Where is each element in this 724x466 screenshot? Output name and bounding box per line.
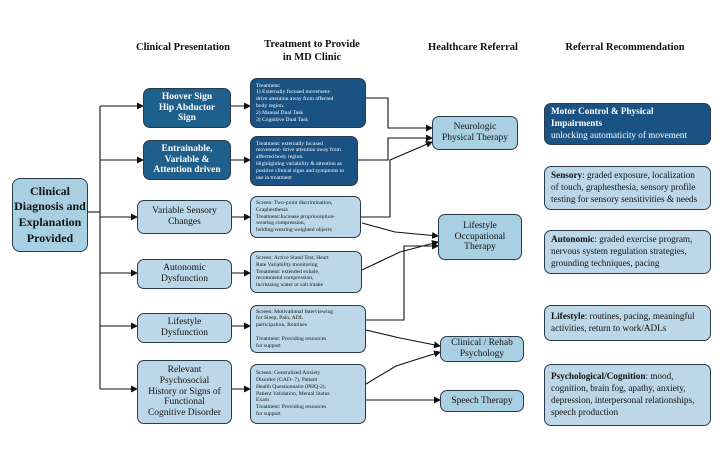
arrow-lifestyle-psych — [365, 329, 441, 349]
root-line2: Diagnosis and — [14, 199, 86, 214]
recommendation-psychological-text: : mood, cognition, brain fog, apathy, an… — [551, 371, 695, 417]
presentation-psychosocial: Relevant Psychosocial History or Signs o… — [137, 360, 232, 424]
treatment-entrainable: Treatment: externally focused movement- … — [250, 136, 358, 186]
recommendation-lifestyle-text: : routines, pacing, meaningful activitie… — [551, 311, 695, 333]
treatment-sensory: Screen: Two-point discrimination, Graphe… — [250, 196, 361, 238]
presentation-sensory: Variable Sensory Changes — [137, 200, 232, 234]
recommendation-motor-key: Motor Control & Physical Impairments — [551, 106, 654, 129]
presentation-lifestyle: Lifestyle Dysfunction — [137, 313, 232, 343]
arrow-to-neuro-pt — [366, 97, 433, 132]
header-treatment: Treatment to Provide in MD Clinic — [250, 38, 374, 64]
arrow-entrainable-neuro-pt — [358, 134, 433, 161]
arrow-lifestyle-ot — [366, 242, 439, 321]
presentation-autonomic: Autonomic Dysfunction — [137, 259, 232, 289]
recommendation-autonomic-key: Autonomic — [551, 234, 595, 245]
recommendation-sensory: Sensory: graded exposure, localization o… — [544, 166, 711, 210]
root-line3: Explanation — [18, 215, 82, 229]
header-treatment-line1: Treatment to Provide — [264, 39, 360, 50]
presentation-entrainable: Entrainable, Variable & Attention driven — [143, 140, 231, 180]
referral-speech-therapy: Speech Therapy — [440, 390, 524, 412]
arrow-autonomic-ot — [361, 240, 439, 271]
recommendation-lifestyle: Lifestyle: routines, pacing, meaningful … — [544, 305, 711, 341]
treatment-lifestyle: Screen: Motivational Interviewing for Sl… — [250, 305, 366, 353]
clinical-diagnosis-box: Clinical Diagnosis and Explanation Provi… — [12, 178, 88, 252]
arrow-sensory-neuro-pt — [361, 141, 433, 218]
recommendation-motor: Motor Control & Physical Impairments unl… — [544, 103, 711, 145]
header-recommendation: Referral Recommendation — [565, 42, 685, 53]
arrow-psychosocial-psych — [365, 350, 441, 385]
arrow-sensory-ot — [361, 222, 439, 239]
recommendation-autonomic-text: : graded exercise program, nervous syste… — [551, 234, 693, 268]
recommendation-sensory-text: : graded exposure, localization of touch… — [551, 170, 698, 204]
recommendation-psychological: Psychological/Cognition: mood, cognition… — [544, 364, 711, 426]
header-presentation: Clinical Presentation — [135, 42, 230, 53]
recommendation-lifestyle-key: Lifestyle — [551, 311, 585, 322]
treatment-hoover: Treatment: 1) Externally focused movemen… — [250, 78, 366, 128]
recommendation-motor-text: unlocking automaticity of movement — [551, 129, 687, 140]
treatment-autonomic: Screen: Active Stand Test, Heart Rate Va… — [250, 251, 362, 293]
header-treatment-line2: in MD Clinic — [282, 52, 342, 64]
recommendation-autonomic: Autonomic: graded exercise program, nerv… — [544, 230, 711, 274]
header-referral: Healthcare Referral — [428, 42, 518, 53]
referral-lifestyle-ot: Lifestyle Occupational Therapy — [438, 214, 522, 260]
recommendation-psychological-key: Psychological/Cognition — [551, 371, 646, 382]
treatment-psychosocial: Screen: Generalized Anxiety Disorder (GA… — [250, 364, 366, 424]
presentation-hoover-sign: Hoover Sign Hip Abductor Sign — [143, 88, 231, 128]
referral-neurologic-pt: Neurologic Physical Therapy — [432, 116, 518, 150]
recommendation-sensory-key: Sensory — [551, 170, 583, 181]
root-line4: Provided — [26, 230, 74, 245]
referral-psychology: Clinical / Rehab Psychology — [440, 336, 524, 362]
root-line1: Clinical — [29, 183, 70, 198]
